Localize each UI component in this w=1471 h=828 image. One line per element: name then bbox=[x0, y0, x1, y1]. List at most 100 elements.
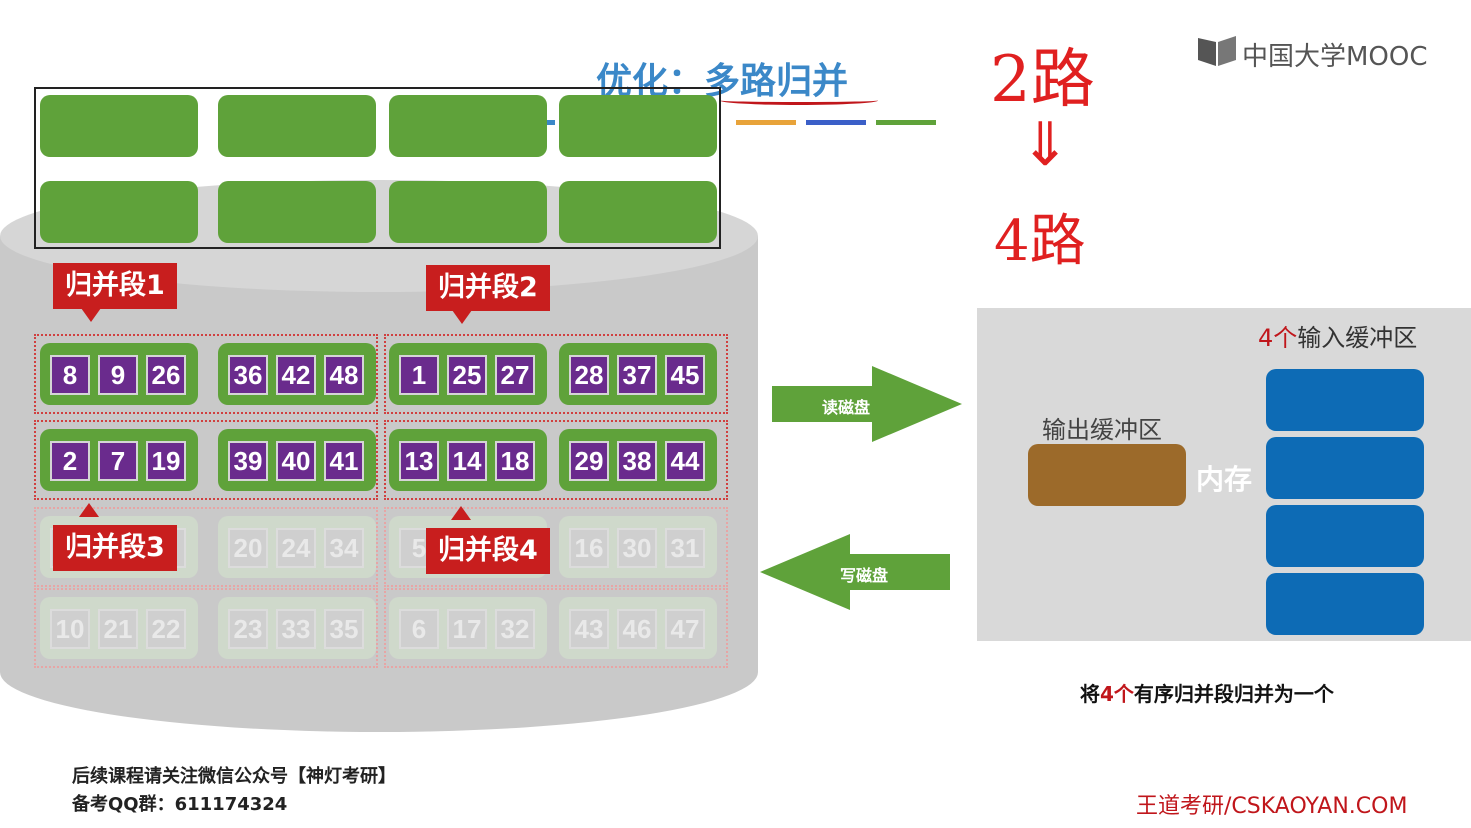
merge-caption: 将4个有序归并段归并为一个 bbox=[1080, 678, 1334, 707]
mooc-logo-text: 中国大学MOOC bbox=[1242, 42, 1428, 72]
write-disk-arrow bbox=[760, 534, 950, 610]
footer-wechat: 后续课程请关注微信公众号【神灯考研】 bbox=[72, 766, 396, 787]
record-cell: 19 bbox=[146, 441, 186, 481]
segment-label-1: 归并段1 bbox=[53, 263, 177, 309]
record-cell: 40 bbox=[276, 441, 316, 481]
record-cell: 36 bbox=[228, 355, 268, 395]
label-pointer bbox=[79, 503, 99, 517]
record-cell: 26 bbox=[146, 355, 186, 395]
record-cell: 20 bbox=[228, 528, 268, 568]
record-cell: 35 bbox=[324, 609, 364, 649]
record-cell: 30 bbox=[617, 528, 657, 568]
segment-outline bbox=[384, 420, 728, 500]
footer-brand: 王道考研/CSKAOYAN.COM bbox=[1136, 794, 1408, 819]
record-cell: 21 bbox=[98, 609, 138, 649]
buffer-block bbox=[389, 95, 547, 157]
strip-indigo bbox=[806, 120, 866, 125]
segment-outline bbox=[384, 507, 728, 587]
record-cell: 8 bbox=[50, 355, 90, 395]
segment-outline bbox=[34, 334, 378, 414]
record-cell: 38 bbox=[617, 441, 657, 481]
segment-outline bbox=[384, 334, 728, 414]
output-buffer-label: 输出缓冲区 bbox=[1042, 416, 1162, 444]
record-cell: 17 bbox=[447, 609, 487, 649]
record-cell: 29 bbox=[569, 441, 609, 481]
input-buffer-count: 4个 bbox=[1258, 324, 1298, 352]
record-cell: 42 bbox=[276, 355, 316, 395]
handwriting-2way: 2路 bbox=[990, 43, 1095, 117]
buffer-block bbox=[40, 95, 198, 157]
record-cell: 7 bbox=[98, 441, 138, 481]
input-buffer-2 bbox=[1266, 437, 1424, 499]
buffer-block bbox=[40, 181, 198, 243]
strip-green bbox=[876, 120, 936, 125]
write-disk-label: 写磁盘 bbox=[840, 566, 889, 585]
handwriting-4way: 4路 bbox=[994, 209, 1086, 274]
record-cell: 45 bbox=[665, 355, 705, 395]
segment-outline bbox=[34, 420, 378, 500]
segment-label-3: 归并段3 bbox=[53, 525, 177, 571]
title-underline bbox=[720, 96, 878, 105]
title-main: 多路归并 bbox=[704, 61, 849, 102]
segment-outline bbox=[34, 588, 378, 668]
record-cell: 16 bbox=[569, 528, 609, 568]
record-cell: 34 bbox=[324, 528, 364, 568]
record-cell: 9 bbox=[98, 355, 138, 395]
input-buffer-1 bbox=[1266, 369, 1424, 431]
segment-outline bbox=[34, 507, 378, 587]
segment-label-4: 归并段4 bbox=[426, 528, 550, 574]
record-cell: 37 bbox=[617, 355, 657, 395]
record-cell: 13 bbox=[399, 441, 439, 481]
buffer-block bbox=[559, 95, 717, 157]
record-cell: 10 bbox=[50, 609, 90, 649]
record-cell: 41 bbox=[324, 441, 364, 481]
label-pointer bbox=[451, 506, 471, 520]
record-cell: 33 bbox=[276, 609, 316, 649]
memory-label: 内存 bbox=[1196, 463, 1253, 496]
memory-block-frame bbox=[34, 87, 721, 249]
buffer-block bbox=[389, 181, 547, 243]
caption-count: 4个 bbox=[1100, 682, 1134, 706]
output-buffer bbox=[1028, 444, 1186, 506]
input-buffer-4 bbox=[1266, 573, 1424, 635]
footer-qq: 备考QQ群：611174324 bbox=[72, 794, 288, 815]
record-cell: 23 bbox=[228, 609, 268, 649]
strip-blue bbox=[545, 120, 555, 125]
label-pointer bbox=[452, 310, 472, 324]
segment-label-2: 归并段2 bbox=[426, 265, 550, 311]
record-cell: 24 bbox=[276, 528, 316, 568]
caption-suffix: 有序归并段归并为一个 bbox=[1133, 682, 1334, 706]
caption-prefix: 将 bbox=[1080, 682, 1100, 706]
buffer-block bbox=[218, 181, 376, 243]
handwriting-arrow: ⇓ bbox=[1020, 110, 1071, 180]
label-pointer bbox=[81, 308, 101, 322]
strip-orange bbox=[736, 120, 796, 125]
read-disk-arrow bbox=[772, 366, 962, 442]
record-cell: 32 bbox=[495, 609, 535, 649]
record-cell: 2 bbox=[50, 441, 90, 481]
record-cell: 47 bbox=[665, 609, 705, 649]
record-cell: 31 bbox=[665, 528, 705, 568]
segment-outline bbox=[384, 588, 728, 668]
record-cell: 48 bbox=[324, 355, 364, 395]
input-buffer-title: 4个输入缓冲区 bbox=[1258, 318, 1417, 353]
read-disk-label: 读磁盘 bbox=[822, 398, 871, 417]
record-cell: 46 bbox=[617, 609, 657, 649]
record-cell: 25 bbox=[447, 355, 487, 395]
record-cell: 14 bbox=[447, 441, 487, 481]
record-cell: 43 bbox=[569, 609, 609, 649]
record-cell: 22 bbox=[146, 609, 186, 649]
record-cell: 1 bbox=[399, 355, 439, 395]
record-cell: 39 bbox=[228, 441, 268, 481]
record-cell: 18 bbox=[495, 441, 535, 481]
input-buffer-3 bbox=[1266, 505, 1424, 567]
